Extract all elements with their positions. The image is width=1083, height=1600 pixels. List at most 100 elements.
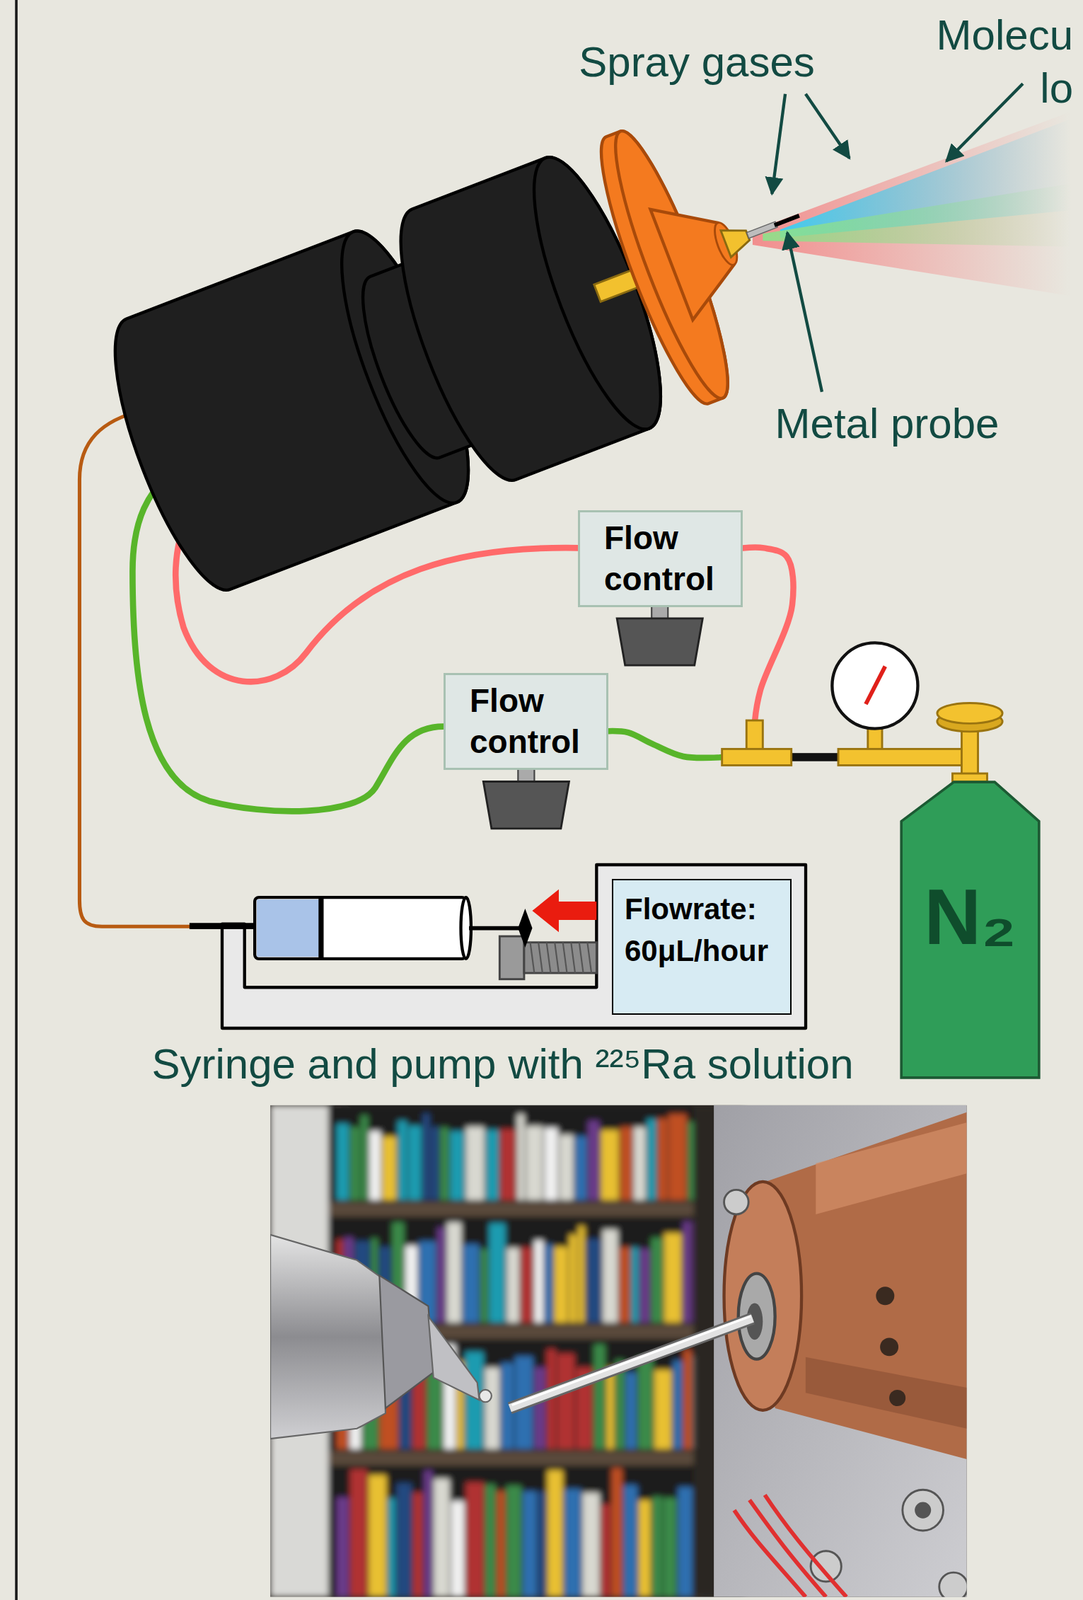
book — [547, 1469, 564, 1597]
book — [506, 1485, 523, 1597]
book — [500, 1128, 516, 1200]
gas-fittings — [831, 642, 918, 728]
book — [397, 1120, 407, 1200]
book — [396, 1482, 412, 1597]
pump-body — [499, 935, 525, 980]
book — [525, 1125, 543, 1200]
book — [430, 1126, 439, 1200]
box-label: Flow control — [604, 517, 715, 600]
book — [601, 1503, 611, 1597]
book — [683, 1348, 692, 1449]
flow-knob — [483, 599, 703, 829]
book — [559, 1134, 574, 1200]
book — [683, 1220, 692, 1323]
book — [606, 1367, 615, 1449]
book — [437, 1227, 445, 1323]
book — [462, 1243, 479, 1322]
book — [423, 1113, 431, 1200]
book — [449, 1130, 465, 1200]
book — [652, 1496, 663, 1597]
book — [534, 1240, 544, 1323]
border-line — [14, 0, 18, 1600]
book — [507, 1247, 520, 1323]
book — [497, 1490, 506, 1597]
book — [381, 1136, 397, 1200]
pump-body — [563, 942, 568, 973]
photo — [810, 1550, 842, 1581]
pump-body — [189, 922, 257, 929]
book — [544, 1244, 553, 1323]
book — [413, 1491, 423, 1597]
ion-source — [90, 80, 851, 604]
leader-arrow — [787, 232, 822, 392]
book — [553, 1246, 568, 1323]
pump-body — [530, 942, 535, 973]
book — [640, 1248, 651, 1323]
pump-body — [254, 896, 467, 959]
book — [602, 1229, 618, 1323]
book — [408, 1125, 421, 1200]
callout-label: Molecu lo — [936, 8, 1074, 115]
book — [638, 1499, 651, 1597]
book — [336, 1496, 349, 1597]
photo — [879, 1336, 899, 1356]
photo — [889, 1389, 906, 1406]
book — [451, 1500, 465, 1596]
book — [360, 1114, 368, 1200]
book — [350, 1468, 368, 1596]
book — [578, 1225, 586, 1322]
book — [673, 1360, 683, 1449]
book — [433, 1478, 450, 1597]
cylinder-shape — [899, 780, 1041, 1079]
gas-fittings — [790, 752, 844, 762]
pump-caption: Syringe and pump with ²²⁵Ra solution — [151, 1039, 854, 1088]
pump-body — [546, 942, 552, 973]
photo — [512, 1315, 751, 1405]
callout-label: Spray gases — [578, 35, 815, 89]
photo — [270, 1104, 967, 1597]
book — [439, 1126, 449, 1200]
spray-plume — [762, 181, 1083, 247]
book — [369, 1130, 381, 1200]
pump-body — [256, 899, 320, 957]
syringe-pump: Syringe and pump with ²²⁵Ra solutionFlow… — [222, 864, 806, 1028]
book — [543, 1127, 558, 1200]
pump-body — [554, 942, 559, 973]
book — [668, 1113, 687, 1200]
book — [664, 1232, 682, 1323]
gas-fittings — [937, 703, 1003, 724]
flow-control-box: Flow control — [443, 672, 609, 770]
flowrate-display: Flowrate: 60μL/hour — [611, 878, 792, 1015]
book — [600, 1129, 619, 1200]
photo — [805, 1356, 967, 1429]
pump-body — [461, 896, 472, 959]
book — [630, 1247, 639, 1323]
book — [623, 1484, 638, 1597]
pump-body — [222, 864, 806, 1028]
callout-label: Metal probe — [775, 396, 1000, 450]
photo — [510, 1317, 753, 1408]
book — [651, 1237, 663, 1323]
pump-body — [517, 908, 532, 948]
box-label: Flow control — [469, 680, 581, 762]
pump-body — [587, 942, 592, 973]
book — [485, 1484, 496, 1597]
photo — [328, 1450, 726, 1465]
photo — [875, 1286, 895, 1305]
photo — [270, 1104, 967, 1597]
book — [587, 1120, 600, 1200]
book — [522, 1490, 537, 1596]
book — [569, 1234, 578, 1323]
book — [663, 1497, 677, 1597]
photo — [939, 1571, 967, 1597]
book — [647, 1118, 657, 1200]
flow-control-box: Flow control — [577, 510, 743, 607]
spray-plume — [752, 106, 1083, 298]
book — [638, 1358, 653, 1449]
book — [485, 1367, 500, 1449]
